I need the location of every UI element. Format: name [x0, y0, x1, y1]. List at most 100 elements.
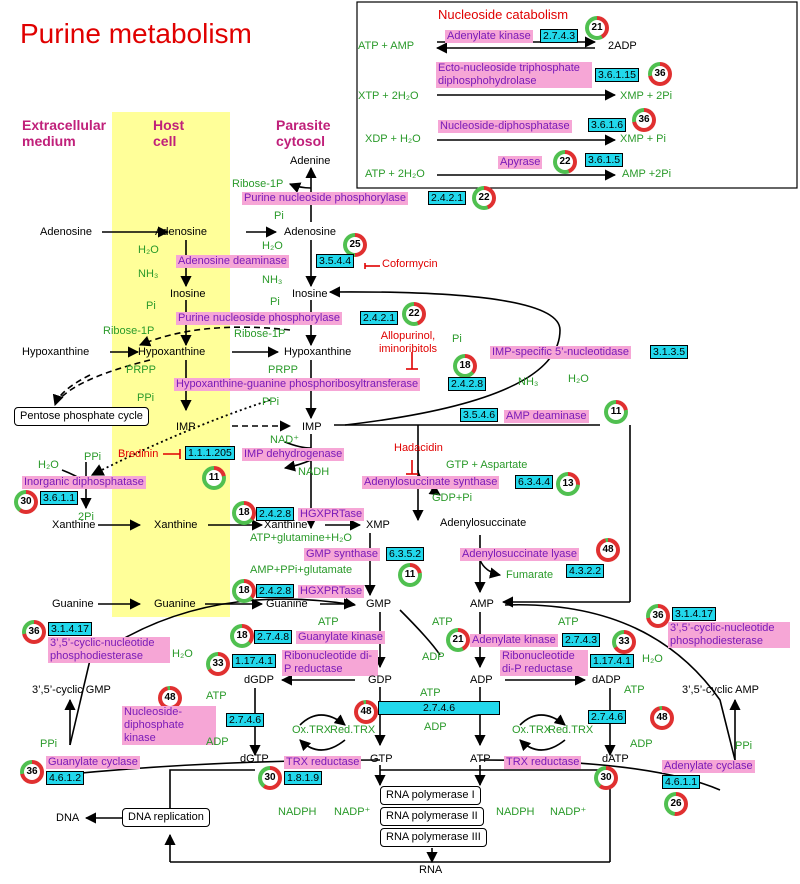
- score-pie: 13: [556, 472, 580, 496]
- ec-adsl[interactable]: 4.3.2.2: [566, 564, 605, 578]
- enzyme-rnr-2[interactable]: Ribonucleotide di-P reductase: [500, 650, 588, 676]
- enzyme-adenylate-kinase[interactable]: Adenylate kinase: [470, 634, 558, 647]
- metabolite-pi: Pi: [270, 296, 280, 308]
- metabolite-atp: ATP: [318, 616, 339, 628]
- metabolite-nadp: NADP⁺: [334, 806, 371, 818]
- metabolite-fumarate: Fumarate: [506, 569, 554, 581]
- enzyme-hgx-2[interactable]: HGXPRTase: [298, 585, 365, 598]
- pentose-phosphate-box: Pentose phosphate cycle: [14, 407, 149, 426]
- score-pie: 36: [646, 604, 670, 628]
- inhibitor-hadacidin: Hadacidin: [394, 442, 443, 454]
- enzyme-adenosine-deaminase[interactable]: Adenosine deaminase: [176, 255, 289, 268]
- enzyme-impdh[interactable]: IMP dehydrogenase: [242, 448, 345, 461]
- ec-rnr-1[interactable]: 1.17.4.1: [232, 654, 276, 668]
- ec-trx-1[interactable]: 1.8.1.9: [284, 771, 323, 785]
- score-pie: 25: [343, 233, 367, 257]
- enzyme-amp-deaminase[interactable]: AMP deaminase: [504, 410, 589, 423]
- enzyme-pde-1[interactable]: 3’,5’-cyclic-nucleotide phosphodiesteras…: [48, 637, 170, 663]
- ec-gmps[interactable]: 6.3.5.2: [386, 547, 425, 561]
- score-pie: 36: [648, 62, 672, 86]
- enzyme-adenylate-cyclase[interactable]: Adenylate cyclase: [662, 760, 755, 773]
- metabolite-adp: ADP: [206, 736, 229, 748]
- metabolite-adenine: Adenine: [290, 155, 331, 167]
- metabolite-adenosine-ext: Adenosine: [40, 226, 92, 238]
- inset-r4-enzyme[interactable]: Apyrase: [498, 156, 543, 169]
- metabolite-pi: Pi: [452, 333, 462, 345]
- ec-adss[interactable]: 6.3.4.4: [515, 475, 554, 489]
- ec-hgx-2[interactable]: 2.4.2.8: [256, 584, 295, 598]
- enzyme-adsl[interactable]: Adenylosuccinate lyase: [460, 548, 579, 561]
- inset-r2-ec[interactable]: 3.6.1.15: [595, 68, 639, 82]
- metabolite-adp-main: ADP: [470, 674, 493, 686]
- ec-ndk-mid[interactable]: 2.7.4.6: [378, 701, 500, 715]
- ec-impdh[interactable]: 1.1.1.205: [185, 446, 235, 460]
- ec-pde-2[interactable]: 3.1.4.17: [672, 607, 716, 621]
- ec-imp-nucleotidase[interactable]: 3.1.3.5: [650, 345, 689, 359]
- metabolite-ppi: PPi: [40, 738, 58, 750]
- enzyme-pnp-1[interactable]: Purine nucleoside phosphorylase: [242, 192, 409, 205]
- ec-guk[interactable]: 2.7.4.8: [254, 630, 293, 644]
- metabolite-inosine-par: Inosine: [292, 288, 328, 300]
- inset-r4-ec[interactable]: 3.6.1.5: [585, 153, 624, 167]
- enzyme-trx-reductase-1[interactable]: TRX reductase: [284, 756, 362, 769]
- score-pie: 11: [202, 466, 226, 490]
- inset-title: Nucleoside catabolism: [438, 7, 569, 22]
- inset-r3-ec[interactable]: 3.6.1.6: [588, 118, 627, 132]
- score-pie: 36: [22, 620, 46, 644]
- ec-hgx-1[interactable]: 2.4.2.8: [256, 507, 295, 521]
- metabolite-ribose1p: Ribose-1P: [232, 178, 284, 190]
- enzyme-ndk-1[interactable]: Nucleoside-diphosphate kinase: [122, 706, 216, 745]
- rna-polymerase-2: RNA polymerase II: [380, 807, 484, 826]
- ec-ndk-2[interactable]: 2.7.4.6: [588, 710, 627, 724]
- inset-r3-enzyme[interactable]: Nucleoside-diphosphatase: [438, 120, 572, 133]
- ec-hgprt[interactable]: 2.4.2.8: [448, 377, 487, 391]
- metabolite-nadh: NADH: [298, 466, 330, 478]
- ec-adk[interactable]: 2.7.4.3: [562, 633, 601, 647]
- score-pie: 48: [650, 706, 674, 730]
- ec-ndk-1[interactable]: 2.7.4.6: [226, 713, 265, 727]
- score-pie: 48: [354, 700, 378, 724]
- metabolite-dna: DNA: [56, 812, 80, 824]
- ec-rnr-2[interactable]: 1.17.4.1: [590, 654, 634, 668]
- metabolite-atp-glutamine: ATP+glutamine+H₂O: [250, 532, 352, 544]
- ec-adc[interactable]: 4.6.1.1: [662, 775, 701, 789]
- enzyme-gmp-synthase[interactable]: GMP synthase: [304, 548, 380, 561]
- ec-pnp-2[interactable]: 2.4.2.1: [360, 311, 399, 325]
- enzyme-guanylate-kinase[interactable]: Guanylate kinase: [296, 631, 385, 644]
- enzyme-imp-nucleotidase[interactable]: IMP-specific 5’-nucleotidase: [490, 346, 631, 359]
- metabolite-red-trx: Red.TRX: [330, 724, 376, 736]
- enzyme-ppase[interactable]: Inorganic diphosphatase: [22, 476, 146, 489]
- metabolite-atp: ATP: [420, 687, 441, 699]
- ec-amp-deaminase[interactable]: 3.5.4.6: [460, 408, 499, 422]
- metabolite-xanthine-ext: Xanthine: [52, 519, 96, 531]
- metabolite-hypoxanthine-ext: Hypoxanthine: [22, 346, 90, 358]
- metabolite-ppi: PPi: [735, 740, 753, 752]
- inset-r1-enzyme[interactable]: Adenylate kinase: [445, 30, 533, 43]
- enzyme-trx-reductase-2[interactable]: TRX reductase: [504, 756, 582, 769]
- enzyme-pnp-2[interactable]: Purine nucleoside phosphorylase: [176, 312, 343, 325]
- enzyme-adss[interactable]: Adenylosuccinate synthase: [362, 476, 500, 489]
- inset-r1-ec[interactable]: 2.7.4.3: [540, 29, 579, 43]
- metabolite-ppi: PPi: [262, 396, 280, 408]
- metabolite-gtp: GTP: [370, 753, 393, 765]
- ec-guc[interactable]: 4.6.1.2: [46, 771, 85, 785]
- ec-pnp-1[interactable]: 2.4.2.1: [428, 191, 467, 205]
- inset-r2-enzyme[interactable]: Ecto-nucleoside triphosphate diphosphohy…: [436, 62, 592, 88]
- diagram-title: Purine metabolism: [20, 18, 252, 49]
- inset-r3-right: XMP + Pi: [620, 133, 666, 145]
- ec-ppase[interactable]: 3.6.1.1: [40, 491, 79, 505]
- ec-ada[interactable]: 3.5.4.4: [316, 254, 355, 268]
- enzyme-rnr-1[interactable]: Ribonucleotide di-P reductase: [282, 650, 378, 676]
- enzyme-guanylate-cyclase[interactable]: Guanylate cyclase: [46, 756, 140, 769]
- score-pie: 30: [14, 490, 38, 514]
- metabolite-pi: Pi: [274, 210, 284, 222]
- inset-r2-left: XTP + 2H₂O: [358, 90, 419, 102]
- rna-polymerase-1: RNA polymerase I: [380, 786, 481, 805]
- metabolite-atp: ATP: [558, 616, 579, 628]
- score-pie: 18: [232, 501, 256, 525]
- ec-pde-1[interactable]: 3.1.4.17: [48, 622, 92, 636]
- enzyme-hgx-1[interactable]: HGXPRTase: [298, 508, 365, 521]
- enzyme-pde-2[interactable]: 3’,5’-cyclic-nucleotide phosphodiesteras…: [668, 622, 790, 648]
- enzyme-hgprt[interactable]: Hypoxanthine-guanine phosphoribosyltrans…: [174, 378, 421, 391]
